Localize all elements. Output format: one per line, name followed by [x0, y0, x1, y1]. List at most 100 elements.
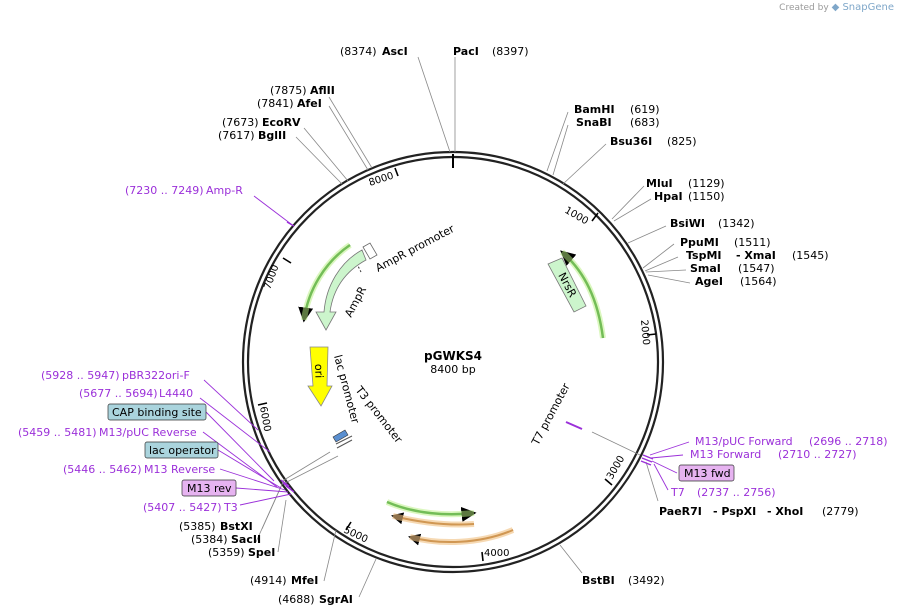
mlui-name: MluI	[646, 177, 673, 190]
ampr-site-label: Amp-R	[206, 184, 243, 197]
feature-site-marks	[280, 221, 654, 493]
sgrai-name: SgrAI	[319, 593, 353, 606]
m13-rev-box-label: M13 rev	[187, 482, 232, 495]
snabi-pos: (683)	[630, 116, 660, 129]
sacii-name: SacII	[231, 533, 261, 546]
m13-fwd-box	[678, 464, 735, 482]
agei-pos: (1564)	[740, 275, 777, 288]
pbr322ori-label: pBR322ori-F	[122, 369, 190, 382]
bsiwi-pos: (1342)	[718, 217, 755, 230]
bsu36i-pos: (825)	[667, 135, 697, 148]
m13puc-reverse-pos: (5459 .. 5481)	[18, 426, 97, 439]
asci-name: AscI	[382, 45, 408, 58]
tick-2000: 2000	[638, 319, 651, 345]
credit-prefix: Created by	[779, 3, 829, 13]
bstxi-pos: (5385)	[179, 520, 216, 533]
snapgene-logo: ◆ SnapGene	[831, 2, 894, 13]
plasmid-size: 8400 bp	[430, 363, 475, 376]
l4440-label: L4440	[159, 387, 193, 400]
hpai-name: HpaI	[654, 190, 683, 203]
cap-binding-box	[107, 403, 207, 421]
sacii-pos: (5384)	[191, 533, 228, 546]
paer7i-alt2: - XhoI	[767, 505, 803, 518]
tick-1000: 1000	[563, 205, 591, 227]
ampr-feature	[315, 249, 367, 331]
tick-4000: 4000	[484, 548, 509, 559]
paci-name: PacI	[453, 45, 479, 58]
m13-forward-pos: (2710 .. 2727)	[778, 448, 857, 461]
bstxi-name: BstXI	[220, 520, 253, 533]
m13-reverse-pos: (5446 .. 5462)	[63, 463, 142, 476]
paer7i-alt1: - PspXI	[713, 505, 756, 518]
tick-6000: 6000	[257, 406, 272, 433]
ecorv-pos: (7673)	[222, 116, 259, 129]
bottom-green-glow	[385, 499, 475, 518]
aflii-name: AflII	[310, 84, 335, 97]
aflii-pos: (7875)	[270, 84, 307, 97]
ampr-promoter-arrow	[362, 242, 378, 260]
lac-t3-glyphs	[332, 429, 353, 449]
nrsr-orf-glow	[560, 249, 606, 339]
sgrai-pos: (4688)	[278, 593, 315, 606]
cap-binding-label: CAP binding site	[112, 406, 202, 419]
m13-rev-box	[181, 479, 237, 497]
snapgene-credit: Created by ◆ SnapGene	[779, 2, 894, 13]
m13-reverse-label: M13 Reverse	[144, 463, 215, 476]
bamhi-name: BamHI	[574, 103, 615, 116]
l4440-pos: (5677 .. 5694)	[79, 387, 158, 400]
tick-3000: 3000	[605, 454, 627, 482]
ampr-orf-glow	[301, 242, 352, 321]
plasmid-name: pGWKS4	[424, 349, 482, 363]
m13puc-forward-pos: (2696 .. 2718)	[809, 435, 888, 448]
t7-promoter-glyph	[565, 421, 583, 430]
paer7i-name: PaeR7I	[659, 505, 702, 518]
bstbi-name: BstBI	[582, 574, 615, 587]
ampr-site-pos: (7230 .. 7249)	[125, 184, 204, 197]
mfei-name: MfeI	[291, 574, 318, 587]
bottom-orange-glow-2	[409, 527, 515, 545]
t3-pos: (5407 .. 5427)	[143, 501, 222, 514]
mfei-pos: (4914)	[250, 574, 287, 587]
t3-label: T3	[223, 501, 238, 514]
ppumi-name: PpuMI	[680, 236, 719, 249]
pbr322ori-pos: (5928 .. 5947)	[41, 369, 120, 382]
bglii-pos: (7617)	[218, 129, 255, 142]
smai-name: SmaI	[690, 262, 721, 275]
agei-name: AgeI	[695, 275, 723, 288]
afei-pos: (7841)	[257, 97, 294, 110]
t7-pos: (2737 .. 2756)	[697, 486, 776, 499]
m13puc-reverse-label: M13/pUC Reverse	[99, 426, 197, 439]
ecorv-name: EcoRV	[262, 116, 301, 129]
feature-leaders	[199, 195, 690, 506]
scale-ticks	[257, 167, 657, 562]
paer7i-pos: (2779)	[822, 505, 859, 518]
tspmi-name: TspMI	[686, 249, 722, 262]
m13puc-forward-label: M13/pUC Forward	[695, 435, 793, 448]
smai-pos: (1547)	[738, 262, 775, 275]
lac-operator-label: lac operator	[149, 444, 216, 457]
bamhi-pos: (619)	[630, 103, 660, 116]
t7-label: T7	[670, 486, 685, 499]
bsu36i-name: Bsu36I	[610, 135, 652, 148]
hpai-pos: (1150)	[688, 190, 725, 203]
spei-name: SpeI	[248, 546, 275, 559]
ori-label: ori	[312, 364, 325, 379]
tspmi-alt: - XmaI	[736, 249, 776, 262]
bottom-orange-glow-1	[392, 513, 475, 528]
ori-feature	[307, 346, 333, 407]
t7-promoter-label: T7 promoter	[529, 381, 573, 449]
tspmi-pos: (1545)	[792, 249, 829, 262]
lac-operator-box	[144, 441, 219, 459]
asci-pos: (8374)	[340, 45, 377, 58]
m13-fwd-box-label: M13 fwd	[684, 467, 731, 480]
ppumi-pos: (1511)	[734, 236, 771, 249]
bstbi-pos: (3492)	[628, 574, 665, 587]
afei-name: AfeI	[297, 97, 322, 110]
spei-pos: (5359)	[208, 546, 245, 559]
enzyme-leaders	[255, 56, 691, 598]
ampr-promoter-label: AmpR promoter	[373, 222, 457, 275]
mlui-pos: (1129)	[688, 177, 725, 190]
snabi-name: SnaBI	[576, 116, 612, 129]
m13-forward-label: M13 Forward	[690, 448, 761, 461]
